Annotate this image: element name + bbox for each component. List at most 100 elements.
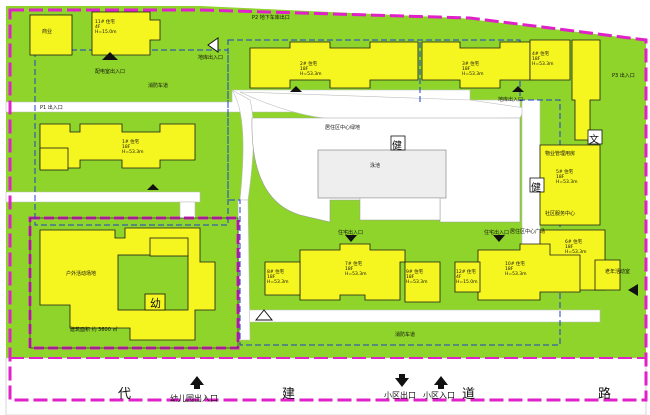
building-name: 2# 住宅 bbox=[300, 62, 318, 67]
building-height: H=53.3m bbox=[345, 272, 367, 277]
building-name: 9# 住宅 bbox=[406, 270, 424, 275]
building-b8 bbox=[264, 261, 301, 296]
building-name: 1# 住宅 bbox=[122, 140, 140, 145]
site-boundary bbox=[8, 8, 648, 402]
entrance-arrows bbox=[102, 37, 638, 389]
roads bbox=[5, 40, 647, 415]
outside-wedge-top bbox=[200, 6, 646, 40]
kindergarten-entrance-label[interactable]: 幼儿园出入口 bbox=[170, 394, 218, 403]
building-height: H=53.3m bbox=[556, 180, 578, 185]
building-height: H=53.3m bbox=[532, 62, 554, 67]
arrow-up-icon bbox=[147, 184, 159, 190]
building-floors: 18F bbox=[565, 245, 574, 250]
building-name: 5# 住宅 bbox=[556, 170, 574, 175]
arrow-left-icon bbox=[207, 37, 219, 53]
building-floors: 4F bbox=[456, 275, 462, 280]
arrow-up-icon bbox=[512, 86, 524, 92]
building-b5 bbox=[539, 144, 601, 226]
building-floors: 18F bbox=[267, 275, 276, 280]
building-right-small bbox=[594, 259, 621, 291]
kinder-play-label: 户外活动场地 bbox=[66, 271, 97, 277]
building-height: H=15.0m bbox=[456, 280, 478, 285]
arrow-down-icon bbox=[493, 235, 505, 242]
arrow-down-icon bbox=[345, 235, 357, 242]
building-floors: 18F bbox=[345, 267, 354, 272]
kinder-badge bbox=[144, 293, 166, 311]
building-floors: 4F bbox=[95, 25, 101, 30]
building-name: 11# 住宅 bbox=[95, 20, 115, 25]
central-plaza bbox=[251, 117, 521, 223]
entrance-label[interactable]: 小区入口 bbox=[423, 391, 455, 400]
pool-label: 泳池 bbox=[370, 163, 381, 169]
road-char-4: 路 bbox=[598, 387, 612, 402]
building-name: 6# 住宅 bbox=[565, 240, 583, 245]
right-gate-label: P3 出入口 bbox=[612, 73, 635, 79]
building-b2 bbox=[249, 41, 419, 89]
building-name: 4# 住宅 bbox=[532, 52, 550, 57]
residence-entrance-label-1: 住宅出入口 bbox=[338, 230, 364, 236]
community-label: 社区服务中心 bbox=[545, 211, 576, 217]
building-name: 10# 住宅 bbox=[505, 262, 525, 267]
building-name: 8# 住宅 bbox=[267, 270, 285, 275]
building-floors: 18F bbox=[406, 275, 415, 280]
building-height: H=53.3m bbox=[406, 280, 428, 285]
fire-lane-label-top: 消防车道 bbox=[148, 83, 169, 89]
road-char-3: 道 bbox=[462, 387, 476, 402]
building-b12 bbox=[454, 261, 481, 293]
building-height: H=53.3m bbox=[267, 280, 289, 285]
health-icon-2: 健 bbox=[531, 183, 541, 194]
culture-icon: 文 bbox=[589, 135, 599, 146]
garage-top-label: 配电室出入口 bbox=[95, 69, 126, 75]
building-height: H=53.3m bbox=[462, 72, 484, 77]
arrow-up-icon bbox=[434, 376, 448, 385]
building-shop-top bbox=[29, 14, 73, 56]
building-b4 bbox=[529, 39, 571, 81]
health-badge-2 bbox=[529, 177, 545, 193]
building-floors: 18F bbox=[505, 267, 514, 272]
kindergarten-icon: 幼 bbox=[150, 297, 161, 310]
culture-badge bbox=[587, 129, 603, 145]
health-badge bbox=[390, 135, 406, 151]
pool bbox=[317, 149, 447, 199]
residence-entrance-label-2: 住宅出入口 bbox=[484, 230, 510, 236]
facility-badges bbox=[144, 129, 603, 311]
building-floors: 18F bbox=[462, 67, 471, 72]
building-b9 bbox=[404, 261, 441, 303]
building-name: 3# 住宅 bbox=[462, 62, 480, 67]
building-height: H=53.3m bbox=[505, 272, 527, 277]
exit-label[interactable]: 小区出口 bbox=[384, 391, 416, 400]
north-gate-label: P2 地下车库出口 bbox=[252, 15, 290, 21]
building-floors: 18F bbox=[556, 175, 565, 180]
kinder-area-label: 建筑面积 约 3600 ㎡ bbox=[70, 327, 118, 333]
arrow-up-icon bbox=[102, 52, 118, 60]
building-floors: 18F bbox=[122, 145, 131, 150]
building-b7 bbox=[299, 243, 406, 301]
fire-lane-label-bottom: 消防车道 bbox=[395, 332, 416, 338]
building-height: H=53.3m bbox=[565, 250, 587, 255]
garage-right-label: 地库出入口 bbox=[498, 97, 524, 103]
arrow-left-icon bbox=[628, 284, 638, 296]
building-b10 bbox=[477, 243, 581, 301]
plaza-label: 居住区中心广场 bbox=[510, 229, 546, 235]
arrow-up-icon bbox=[290, 86, 302, 92]
shop-label: 商业 bbox=[42, 29, 53, 35]
building-name: 12# 住宅 bbox=[456, 270, 476, 275]
building-floors: 18F bbox=[532, 57, 541, 62]
health-icon: 健 bbox=[392, 141, 402, 152]
mgmt-label: 物业管理用房 bbox=[545, 151, 576, 157]
road-char-1: 代 bbox=[118, 387, 132, 402]
garage-left-label: 地库出入口 bbox=[198, 55, 224, 61]
building-left-small bbox=[39, 147, 69, 171]
central-green-label: 居住区中心绿地 bbox=[325, 125, 361, 131]
building-height: H=15.0m bbox=[95, 30, 117, 35]
